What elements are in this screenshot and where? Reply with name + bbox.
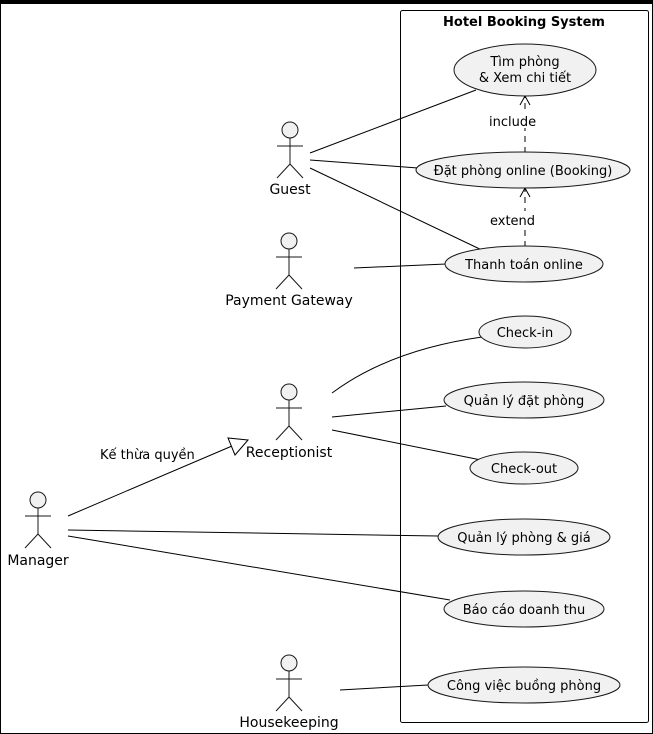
assoc-guest-search: [309, 89, 477, 154]
associations: [67, 89, 487, 691]
use-case-manage-rooms-prices-label: Quản lý phòng & giá: [457, 531, 590, 546]
actor-manager: [24, 491, 52, 549]
use-case-check-in: Check-in: [478, 315, 572, 349]
actor-manager-label: Manager: [7, 553, 69, 569]
actor-housekeeping-head: [280, 654, 298, 672]
window-top-bar: [0, 0, 653, 4]
assoc-manager-report: [67, 535, 451, 601]
assoc-manager-rooms: [67, 529, 439, 537]
use-case-revenue-report: Báo cáo doanh thu: [443, 590, 605, 628]
actor-guest: [276, 121, 304, 179]
actor-payment-gateway-head: [280, 232, 298, 250]
use-case-search-room-line2: & Xem chi tiết: [479, 71, 571, 86]
use-case-search-room: Tìm phòng & Xem chi tiết: [453, 43, 597, 97]
actor-guest-label: Guest: [269, 182, 311, 198]
assoc-gateway-payment: [353, 263, 447, 269]
use-case-pay-online-label: Thanh toán online: [464, 258, 583, 273]
assoc-receptionist-manage-booking: [331, 405, 447, 418]
assoc-guest-payment: [309, 167, 487, 253]
use-case-manage-booking-label: Quản lý đặt phòng: [464, 394, 585, 409]
use-case-pay-online: Thanh toán online: [444, 245, 604, 283]
include-label-bg: [486, 112, 538, 128]
actor-manager-head: [29, 491, 47, 509]
use-case-manage-booking: Quản lý đặt phòng: [443, 381, 605, 419]
actor-receptionist-head: [280, 383, 298, 401]
use-case-housekeeping-tasks-label: Công việc buồng phòng: [447, 679, 601, 694]
use-case-book-online: Đặt phòng online (Booking): [415, 151, 631, 189]
assoc-receptionist-checkin: [331, 336, 483, 394]
actor-housekeeping: [275, 654, 303, 712]
generalization-arrowhead: [227, 437, 250, 456]
assoc-receptionist-checkout: [331, 429, 482, 461]
use-case-manage-rooms-prices: Quản lý phòng & giá: [437, 518, 611, 556]
include-label: include: [489, 115, 536, 130]
actor-receptionist: [275, 383, 303, 441]
use-case-check-out: Check-out: [469, 451, 579, 485]
use-case-check-in-label: Check-in: [497, 326, 554, 341]
actor-housekeeping-label: Housekeeping: [239, 715, 338, 731]
use-case-check-out-label: Check-out: [491, 462, 557, 477]
extend-label: extend: [490, 214, 535, 229]
use-case-revenue-report-label: Báo cáo doanh thu: [463, 603, 586, 618]
inheritance-label: Kế thừa quyền: [100, 448, 195, 463]
actor-payment-gateway: [275, 232, 303, 290]
use-case-housekeeping-tasks: Công việc buồng phòng: [427, 666, 621, 704]
use-case-book-online-label: Đặt phòng online (Booking): [434, 164, 613, 179]
generalization-line: [67, 445, 233, 517]
actor-receptionist-label: Receptionist: [246, 445, 333, 461]
actor-guest-head: [281, 121, 299, 139]
extend-label-bg: [487, 211, 537, 227]
actor-payment-gateway-label: Payment Gateway: [225, 293, 353, 309]
use-case-search-room-line1: Tìm phòng: [489, 55, 559, 70]
system-title: Hotel Booking System: [443, 15, 605, 30]
assoc-housekeeping-tasks: [339, 684, 429, 691]
assoc-guest-booking: [309, 159, 419, 169]
